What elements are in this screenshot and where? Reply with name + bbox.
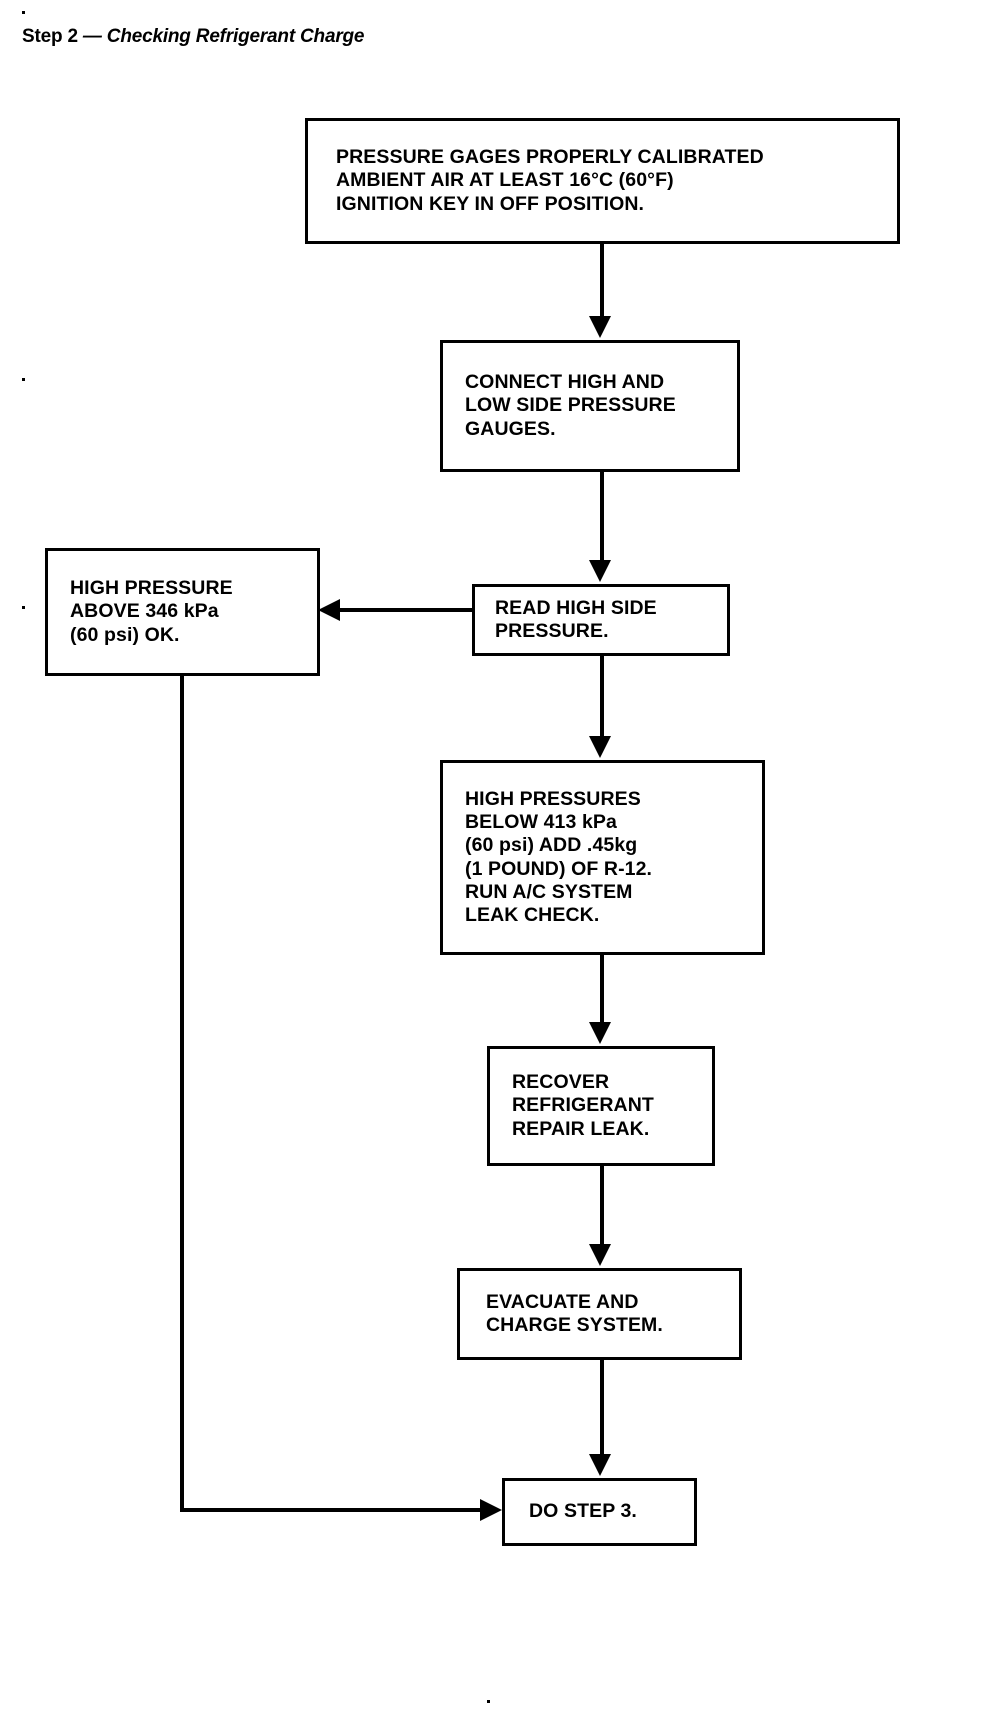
flow-node-read-high-side-label: READ HIGH SIDE PRESSURE.: [495, 596, 657, 642]
arrow-down-icon: [589, 1244, 611, 1266]
arrow-down-icon: [589, 560, 611, 582]
connector-pressure-ok-feedback-vertical: [180, 676, 184, 1510]
connector-recover-refrigerant-to-evacuate-charge: [600, 1166, 604, 1246]
page-title: Step 2 — Checking Refrigerant Charge: [22, 26, 364, 48]
flow-node-do-step-3: DO STEP 3.: [502, 1478, 697, 1546]
flow-node-pressure-ok-label: HIGH PRESSURE ABOVE 346 kPa (60 psi) OK.: [70, 577, 233, 646]
page-title-subject: Checking Refrigerant Charge: [106, 26, 365, 47]
connector-read-high-side-to-pressure-ok: [340, 608, 474, 612]
scan-speckle: [487, 1700, 490, 1703]
flow-node-prep: PRESSURE GAGES PROPERLY CALIBRATED AMBIE…: [305, 118, 900, 244]
arrow-down-icon: [589, 1022, 611, 1044]
flow-node-pressure-ok: HIGH PRESSURE ABOVE 346 kPa (60 psi) OK.: [45, 548, 320, 676]
flow-node-read-high-side: READ HIGH SIDE PRESSURE.: [472, 584, 730, 656]
connector-connect-gauges-to-read-high-side: [600, 472, 604, 562]
arrow-down-icon: [589, 1454, 611, 1476]
flow-node-evacuate-charge: EVACUATE AND CHARGE SYSTEM.: [457, 1268, 742, 1360]
scan-speckle: [22, 606, 25, 609]
flow-node-connect-gauges-label: CONNECT HIGH AND LOW SIDE PRESSURE GAUGE…: [465, 371, 676, 440]
page-title-dash: —: [77, 26, 107, 47]
arrow-right-icon: [480, 1499, 502, 1521]
connector-pressure-low-to-recover-refrigerant: [600, 955, 604, 1024]
scan-speckle: [22, 11, 25, 14]
flow-node-recover-refrigerant-label: RECOVER REFRIGERANT REPAIR LEAK.: [512, 1071, 654, 1140]
connector-pressure-ok-feedback-horizontal: [180, 1508, 482, 1512]
flow-node-pressure-low-label: HIGH PRESSURES BELOW 413 kPa (60 psi) AD…: [465, 787, 653, 926]
arrow-left-icon: [318, 599, 340, 621]
connector-read-high-side-to-pressure-low: [600, 656, 604, 738]
flow-node-recover-refrigerant: RECOVER REFRIGERANT REPAIR LEAK.: [487, 1046, 715, 1166]
arrow-down-icon: [589, 736, 611, 758]
flow-node-prep-label: PRESSURE GAGES PROPERLY CALIBRATED AMBIE…: [336, 146, 764, 215]
flow-node-connect-gauges: CONNECT HIGH AND LOW SIDE PRESSURE GAUGE…: [440, 340, 740, 472]
scan-speckle: [22, 378, 25, 381]
flow-node-do-step-3-label: DO STEP 3.: [529, 1500, 637, 1523]
flow-node-evacuate-charge-label: EVACUATE AND CHARGE SYSTEM.: [486, 1290, 663, 1336]
arrow-down-icon: [589, 316, 611, 338]
connector-prep-to-connect-gauges: [600, 244, 604, 318]
flow-node-pressure-low: HIGH PRESSURES BELOW 413 kPa (60 psi) AD…: [440, 760, 765, 955]
connector-evacuate-charge-to-do-step-3: [600, 1360, 604, 1456]
page-title-step: Step 2: [22, 26, 78, 47]
